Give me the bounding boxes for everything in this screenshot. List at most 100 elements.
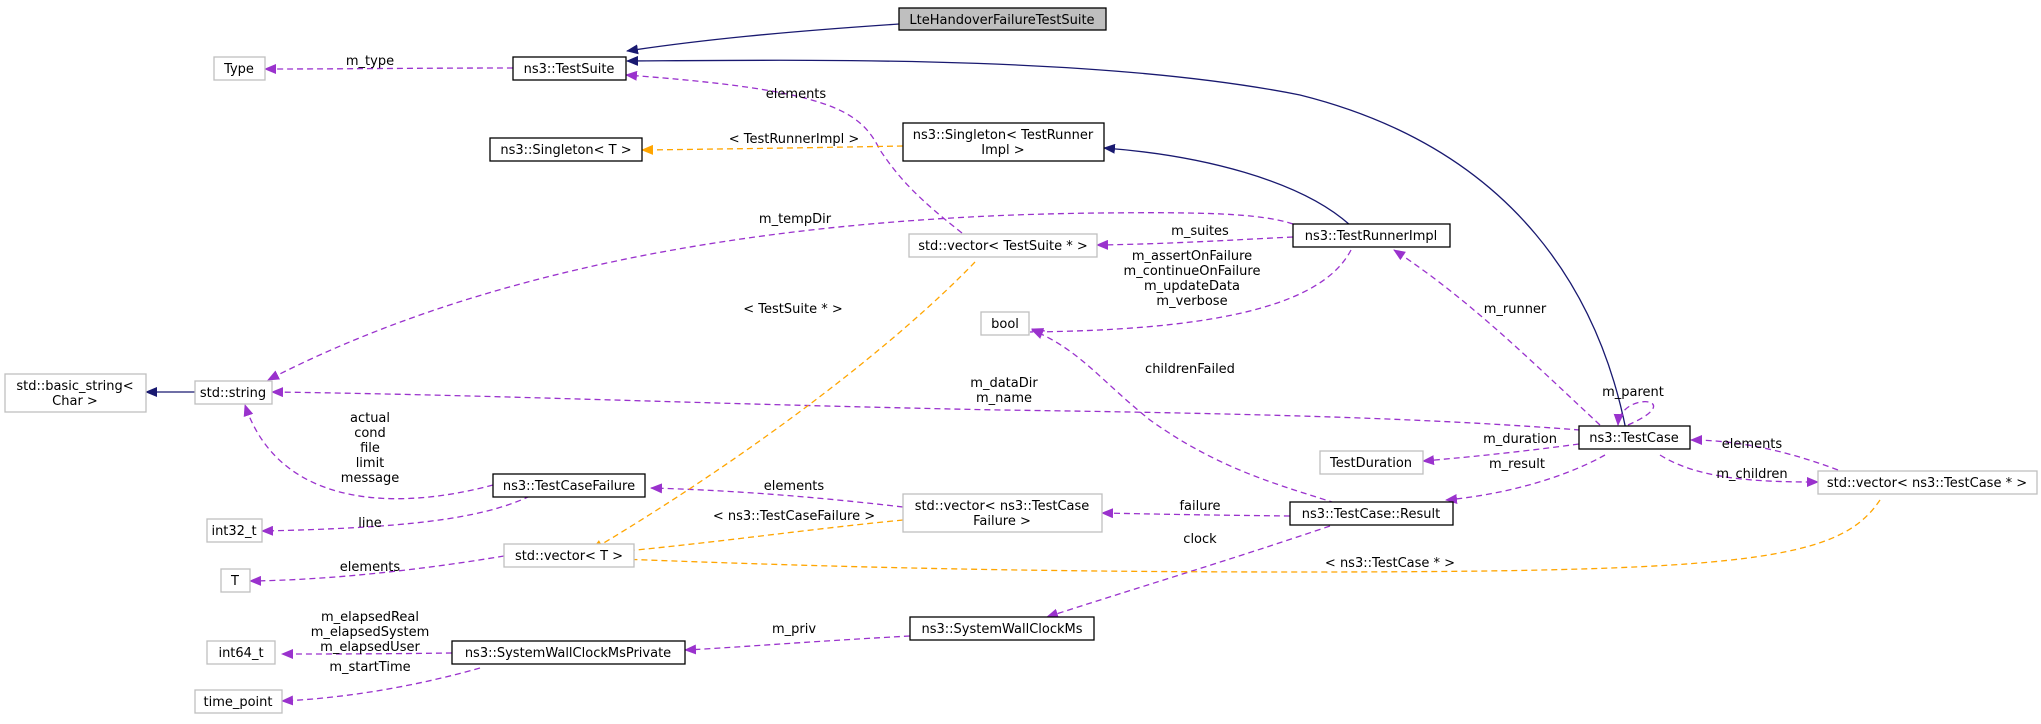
label-m_priv: m_priv [772,622,816,637]
label-m_suites: m_suites [1171,224,1229,239]
label-m_tempDir: m_tempDir [759,212,832,227]
edge-clock [1046,525,1331,619]
edge-m_runner [1393,249,1601,426]
edge-dataDir-name [271,387,1581,431]
svg-text:Char >: Char > [52,394,98,409]
node-type[interactable]: Type [213,56,266,81]
label-elements-testsuite: elements [766,87,827,102]
node-bool[interactable]: bool [980,311,1030,336]
svg-text:std::basic_string<: std::basic_string< [16,379,133,394]
label-m_duration: m_duration [1483,432,1557,447]
edge-m_startTime [281,667,481,706]
svg-text:std::vector< TestSuite * >: std::vector< TestSuite * > [918,239,1088,254]
svg-text:int32_t: int32_t [211,524,256,539]
node-time-point[interactable]: time_point [194,689,283,714]
node-singleton-testrunnerimpl[interactable]: ns3::Singleton< TestRunner Impl > [902,122,1105,162]
edge-tmpl-testsuite [591,261,976,551]
edge-m_type [264,63,514,74]
edge-m_duration [1422,443,1580,466]
svg-text:Impl >: Impl > [981,143,1024,158]
edge-elapsed [281,648,453,659]
svg-text:std::vector< ns3::TestCase * >: std::vector< ns3::TestCase * > [1827,476,2027,491]
edge-m_suites [1096,236,1294,250]
label-m_parent: m_parent [1602,385,1664,400]
edge-flags-bool [1029,249,1352,338]
label-tmpl-runner: < TestRunnerImpl > [729,132,860,147]
svg-text:ns3::TestRunnerImpl: ns3::TestRunnerImpl [1305,229,1438,244]
edge-inherit-testcase-testsuite [626,55,1627,431]
edge-labels: m_type elements < TestRunnerImpl > m_tem… [311,54,1788,675]
edge-m_result [1445,454,1606,504]
edge-m_children [1659,454,1819,487]
edge-tmpl-testcase [593,499,1881,573]
label-elements-testcase: elements [1722,437,1783,452]
svg-text:Failure >: Failure > [973,514,1031,529]
node-lte-handover-failure-test-suite[interactable]: LteHandoverFailureTestSuite [898,7,1107,31]
label-m_result: m_result [1489,457,1545,472]
label-datadir-0: m_dataDir [970,376,1038,391]
edge-inherit-runner-singleton [1103,143,1351,226]
svg-text:ns3::TestCaseFailure: ns3::TestCaseFailure [503,479,635,494]
label-field-4: message [341,471,399,486]
svg-text:ns3::Singleton< T >: ns3::Singleton< T > [500,143,631,158]
label-elapsed-2: m_elapsedUser [320,640,420,655]
svg-text:time_point: time_point [203,695,272,710]
label-field-0: actual [350,411,390,426]
edges [145,23,1881,706]
label-failure: failure [1179,499,1220,514]
svg-text:ns3::Singleton< TestRunner: ns3::Singleton< TestRunner [913,128,1094,143]
node-test-suite[interactable]: ns3::TestSuite [512,56,627,81]
label-flag-1: m_continueOnFailure [1124,264,1261,279]
node-t[interactable]: T [220,568,251,593]
label-m_children: m_children [1716,467,1787,482]
node-std-string[interactable]: std::string [194,380,273,405]
label-flag-2: m_updateData [1144,279,1240,294]
svg-text:ns3::TestCase::Result: ns3::TestCase::Result [1302,507,1440,522]
edge-line [261,495,531,536]
edge-elements-testcase [1690,435,1839,471]
node-int64[interactable]: int64_t [206,640,276,665]
edge-m_tempDir [267,212,1294,381]
node-test-case[interactable]: ns3::TestCase [1578,425,1691,450]
node-vector-testcase[interactable]: std::vector< ns3::TestCase * > [1817,470,2038,495]
svg-text:ns3::SystemWallClockMs: ns3::SystemWallClockMs [921,622,1082,637]
label-tmpl-testsuite: < TestSuite * > [743,302,842,317]
node-vector-testcasefailure[interactable]: std::vector< ns3::TestCase Failure > [902,493,1103,533]
label-m_startTime: m_startTime [329,660,410,675]
label-field-1: cond [354,426,386,441]
svg-text:std::string: std::string [200,386,266,401]
label-elapsed-1: m_elapsedSystem [311,625,430,640]
svg-text:int64_t: int64_t [218,646,263,661]
edge-m_priv [684,635,911,655]
nodes: LteHandoverFailureTestSuite ns3::TestSui… [4,7,2038,714]
edge-elements-testsuite [625,70,963,234]
label-tmpl-testcase: < ns3::TestCase * > [1325,556,1455,571]
label-elements-failure: elements [764,479,825,494]
label-field-3: limit [356,456,385,471]
svg-text:ns3::SystemWallClockMsPrivate: ns3::SystemWallClockMsPrivate [465,646,671,661]
node-vector-testsuite[interactable]: std::vector< TestSuite * > [908,233,1098,258]
node-test-case-result[interactable]: ns3::TestCase::Result [1289,501,1454,526]
node-int32[interactable]: int32_t [206,518,263,543]
edge-tmpl-failure [591,519,904,559]
svg-text:bool: bool [991,317,1019,332]
edge-inherit-root-testsuite [626,23,900,55]
node-test-case-failure[interactable]: ns3::TestCaseFailure [492,473,646,498]
label-line: line [358,516,381,531]
node-vector-t[interactable]: std::vector< T > [503,543,635,568]
label-childrenFailed: childrenFailed [1145,362,1235,377]
node-singleton-t[interactable]: ns3::Singleton< T > [489,137,643,162]
label-m_type: m_type [346,54,394,69]
node-system-wall-clock-ms-private[interactable]: ns3::SystemWallClockMsPrivate [451,640,686,665]
label-clock: clock [1183,532,1217,547]
node-test-runner-impl[interactable]: ns3::TestRunnerImpl [1292,223,1451,248]
svg-text:TestDuration: TestDuration [1329,456,1412,471]
node-system-wall-clock-ms[interactable]: ns3::SystemWallClockMs [909,616,1095,641]
edge-childrenFailed [1031,329,1336,504]
svg-text:std::vector< T >: std::vector< T > [515,549,623,564]
node-basic-string[interactable]: std::basic_string< Char > [4,373,147,413]
edge-elements-t [249,555,505,586]
label-m_runner: m_runner [1484,302,1547,317]
node-test-duration[interactable]: TestDuration [1319,450,1424,475]
